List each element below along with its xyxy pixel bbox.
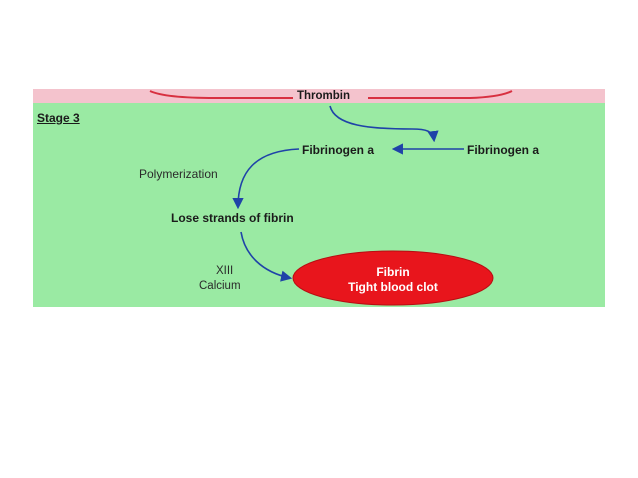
previous-stage-band — [33, 89, 605, 103]
label-polymerization: Polymerization — [139, 167, 218, 181]
label-calcium: Calcium — [199, 280, 241, 292]
fibrin-clot-ellipse — [292, 250, 494, 306]
node-fibrin-strands: Lose strands of fibrin — [171, 211, 294, 225]
clot-label-tight-blood-clot: Tight blood clot — [348, 280, 438, 294]
node-fibrinogen-right: Fibrinogen a — [467, 143, 539, 157]
arrow-to-clot — [240, 231, 293, 282]
node-fibrinogen-left: Fibrinogen a — [302, 143, 374, 157]
arrow-thrombin-to-fibrinogen — [329, 105, 439, 143]
stage-title: Stage 3 — [37, 111, 80, 125]
label-factor-xiii: XIII — [216, 265, 234, 277]
arrow-polymerization — [232, 148, 300, 210]
node-thrombin: Thrombin — [297, 90, 351, 102]
clot-label-fibrin: Fibrin — [376, 265, 410, 279]
previous-stage-outline — [149, 90, 513, 99]
